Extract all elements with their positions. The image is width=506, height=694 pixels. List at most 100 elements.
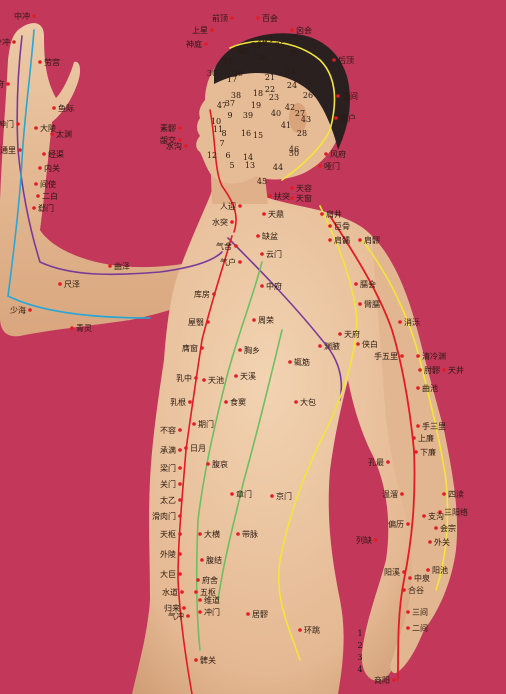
- acupoint-chize: [58, 282, 62, 286]
- acupoint-taiyi: [178, 498, 182, 502]
- acupoint-weidao: [198, 598, 202, 602]
- acupoint-yunmen: [260, 252, 264, 256]
- label-juliao: 居髎: [252, 610, 268, 619]
- label-xiabai: 侠白: [362, 339, 378, 349]
- label-burong: 不容: [160, 425, 176, 435]
- acupoint-shouwuli: [400, 354, 404, 358]
- number-label-25: 25: [285, 67, 295, 76]
- label-ruzhong: 乳中: [176, 373, 192, 383]
- number-label-9: 9: [227, 111, 232, 120]
- number-label-39: 39: [243, 111, 253, 120]
- acupoint-shidou: [224, 400, 228, 404]
- label-weidao: 维道: [204, 595, 220, 605]
- label-taiyi: 太乙: [160, 495, 176, 505]
- label-guanmen: 关门: [160, 479, 176, 489]
- label-kufang: 库房: [194, 289, 210, 299]
- acupoint-zhongquan: [408, 576, 412, 580]
- acupoint-sidu: [442, 492, 446, 496]
- label-huaroumen: 滑肉门: [152, 511, 176, 521]
- number-label-18: 18: [253, 89, 263, 98]
- number-label-14: 14: [243, 153, 253, 162]
- label-zhongquan: 中泉: [414, 573, 430, 583]
- label-qianding: 前顶: [212, 13, 228, 23]
- number-label-13: 13: [245, 161, 255, 170]
- number-label-2: 2: [357, 641, 362, 650]
- label-shouwuli: 手五里: [374, 351, 398, 361]
- label-qingling: 青灵: [76, 323, 92, 333]
- acupoint-jingmen: [270, 494, 274, 498]
- label-qichong: 气冲: [168, 611, 184, 621]
- label-liangmen: 梁门: [160, 463, 176, 473]
- label-sanyangluo: 三阳络: [444, 507, 468, 517]
- acupoint-zhongfu: [260, 284, 264, 288]
- acupoint-daimai: [236, 532, 240, 536]
- number-label-21: 21: [265, 73, 275, 82]
- label-tianding: 天鼎: [268, 210, 284, 219]
- label-houding: 后顶: [338, 55, 354, 65]
- number-label-30: 30: [207, 69, 217, 78]
- acupoint-zhourong: [252, 318, 256, 322]
- number-label-1: 1: [357, 629, 362, 638]
- label-qiangjian: 强间: [342, 92, 358, 101]
- label-sidu: 四渎: [448, 489, 464, 499]
- acupoint-shuigou: [184, 144, 188, 148]
- label-rugen: 乳根: [170, 397, 186, 407]
- label-zhejin: 辄筋: [294, 357, 310, 367]
- acupoint-qiangjian: [336, 94, 340, 98]
- acupoint-huizong: [434, 526, 438, 530]
- label-yangxi: 阳溪: [384, 567, 400, 577]
- number-label-15: 15: [253, 131, 263, 140]
- label-xiaoluo: 消泺: [404, 317, 420, 327]
- label-xialian: 下廉: [420, 447, 436, 457]
- acupoint-renying: [238, 204, 242, 208]
- acupoint-tongli: [18, 148, 22, 152]
- number-label-7: 7: [219, 139, 224, 148]
- acupoint-zhigou: [422, 514, 426, 518]
- acupoint-guilai: [182, 606, 186, 610]
- acupoint-rugen: [188, 400, 192, 404]
- label-zhourong: 周荣: [258, 315, 274, 325]
- acupoint-tianjing: [442, 368, 446, 372]
- acupoint-shaofu: [6, 82, 10, 86]
- acupoint-fuai: [206, 462, 210, 466]
- acupoint-jianjing: [320, 212, 324, 216]
- acupoint-tianrong: [290, 186, 294, 190]
- acupoint-qichong: [186, 614, 190, 618]
- acupoint-binao: [358, 302, 362, 306]
- label-riyue: 日月: [190, 444, 206, 453]
- acupoint-shanglian: [412, 436, 416, 440]
- label-jingqu: 经渠: [48, 149, 64, 159]
- acupoint-daling: [34, 126, 38, 130]
- label-renying: 人迎: [220, 201, 236, 211]
- label-qihu: 气户: [220, 257, 236, 267]
- acupoint-quepen: [256, 234, 260, 238]
- number-label-3: 3: [357, 653, 362, 662]
- acupoint-jingqu: [42, 152, 46, 156]
- label-zhouliao: 肘髎: [424, 366, 440, 375]
- label-huantiao: 环跳: [304, 625, 320, 635]
- number-label-44: 44: [273, 163, 283, 172]
- acupoint-sanjian: [406, 610, 410, 614]
- label-daju: 大巨: [160, 569, 176, 579]
- number-label-29: 29: [233, 69, 243, 78]
- acupoint-jianliao: [358, 238, 362, 242]
- label-shangyang: 商阳: [374, 675, 390, 685]
- label-yunmen: 云门: [266, 249, 282, 259]
- number-label-43: 43: [301, 115, 311, 124]
- acupoint-zhangmen: [230, 492, 234, 496]
- acupoint-shangyang: [392, 678, 396, 682]
- label-jianyu: 肩髃: [334, 235, 350, 245]
- acupoint-shangxing: [210, 28, 214, 32]
- acupoint-daju: [178, 572, 182, 576]
- label-quchi: 曲池: [422, 383, 438, 393]
- acupoint-chengman: [178, 448, 182, 452]
- label-tianchuang: 天窗: [296, 193, 312, 203]
- label-wenliu: 温溜: [382, 489, 398, 499]
- label-naohu: 脑户: [340, 113, 356, 123]
- label-wuyi: 屋翳: [188, 318, 204, 327]
- number-label-28: 28: [297, 129, 307, 138]
- acupoint-biguan: [194, 658, 198, 662]
- label-biguan: 髀关: [200, 655, 216, 665]
- number-label-42: 42: [285, 103, 295, 112]
- label-tianrong: 天容: [296, 183, 312, 193]
